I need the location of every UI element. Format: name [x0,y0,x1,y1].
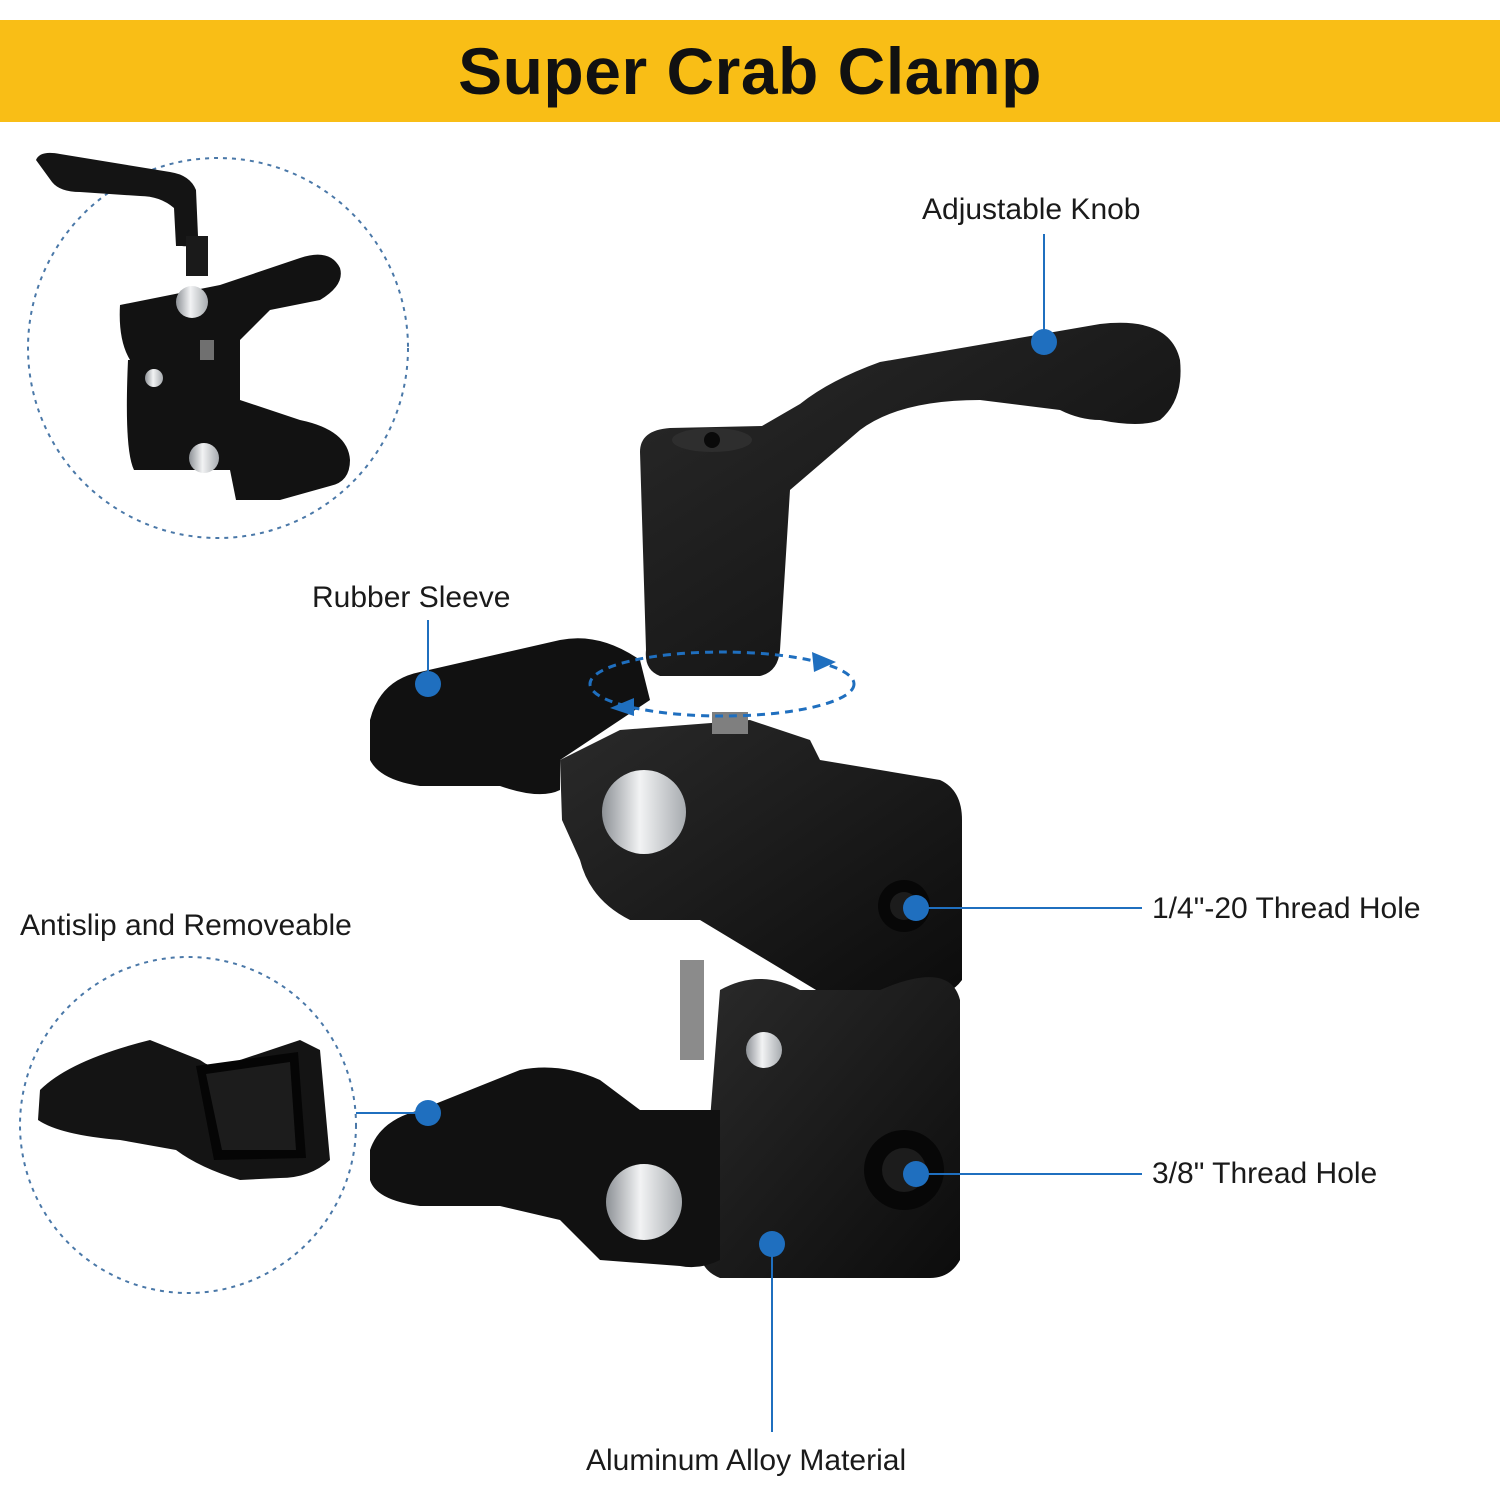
callout-markers [356,234,1142,1432]
callout-dot [903,895,929,921]
main-clamp-icon [370,322,1181,1278]
callout-dot [415,671,441,697]
callout-dot [415,1100,441,1126]
adjustable-knob-label: Adjustable Knob [922,193,1141,226]
sleeve-detail-circle [19,956,357,1294]
page-title: Super Crab Clamp [458,34,1042,108]
title-banner: Super Crab Clamp [0,20,1500,122]
callout-dot [1031,329,1057,355]
callout-dot [903,1161,929,1187]
rotation-arrow-icon [588,650,856,718]
thumbnail-circle [27,157,409,539]
aluminum-material-label: Aluminum Alloy Material [586,1444,907,1477]
quarter-thread-hole-label: 1/4"-20 Thread Hole [1152,892,1421,925]
callout-dot [759,1231,785,1257]
rubber-sleeve-label: Rubber Sleeve [312,581,511,614]
rubber-sleeve-detail-icon [38,1040,330,1180]
clamp-thumbnail-icon [36,152,350,500]
three-eighths-thread-hole-label: 3/8" Thread Hole [1152,1157,1378,1190]
antislip-label: Antislip and Removeable [20,909,352,942]
